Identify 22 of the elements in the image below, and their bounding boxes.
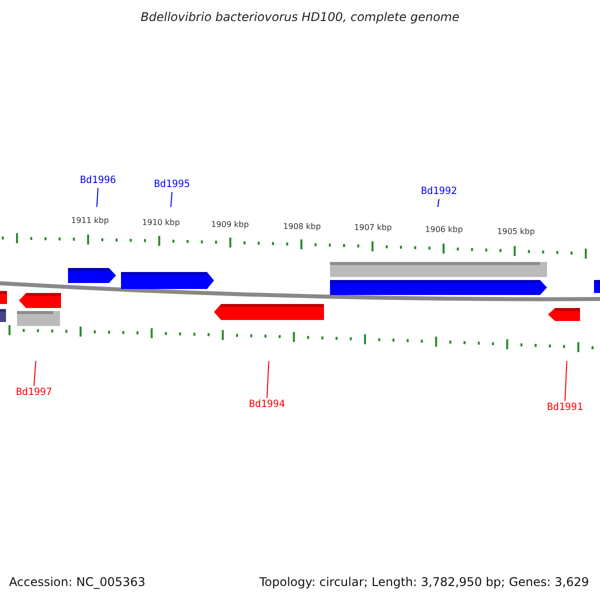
leader-line — [437, 198, 440, 208]
scale-label: 1908 kbp — [283, 222, 321, 231]
scale-label: 1906 kbp — [425, 225, 463, 234]
scale-label: 1911 kbp — [71, 216, 109, 226]
scale-label: 1910 kbp — [142, 218, 180, 228]
footer-text: Accession: NC_005363 — [9, 575, 146, 589]
leader-line — [564, 360, 568, 402]
leader-line — [170, 192, 172, 208]
footer-text: Topology: circular; Length: 3,782,950 bp; Genes: 3,629 — [259, 575, 589, 589]
gene-label: Bd1992 — [420, 186, 458, 197]
gene-label: Bd1995 — [154, 179, 190, 190]
scale-label: 1909 kbp — [211, 220, 249, 229]
gene-label: Bd1994 — [248, 399, 286, 410]
leader-line — [96, 188, 98, 208]
title: Bdellovibrio bacteriovorus HD100, complete genome — [140, 10, 460, 24]
leader-line — [266, 360, 270, 398]
scale-label: 1907 kbp — [354, 223, 392, 232]
gene-label: Bd1997 — [16, 387, 52, 398]
gene-label: Bd1991 — [546, 402, 584, 413]
gene-label: Bd1996 — [80, 175, 116, 186]
scale-label: 1905 kbp — [497, 226, 535, 236]
leader-line — [34, 360, 36, 386]
